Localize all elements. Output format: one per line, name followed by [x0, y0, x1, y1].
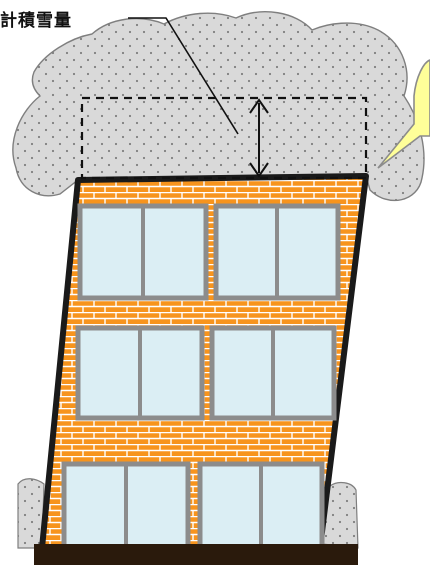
window	[77, 203, 209, 301]
snow-depth-label: 計積雪量	[0, 11, 72, 31]
window	[213, 203, 341, 301]
window	[209, 325, 337, 421]
windows	[61, 203, 341, 551]
snow-depth-arrow	[249, 98, 269, 178]
snow-depth-box	[80, 96, 368, 180]
snow-mound	[12, 11, 425, 202]
callout-bubble	[377, 59, 430, 169]
window	[75, 325, 205, 421]
ground-base	[34, 544, 358, 565]
window	[61, 461, 191, 551]
label-leader-line	[128, 17, 239, 135]
window	[197, 461, 325, 551]
